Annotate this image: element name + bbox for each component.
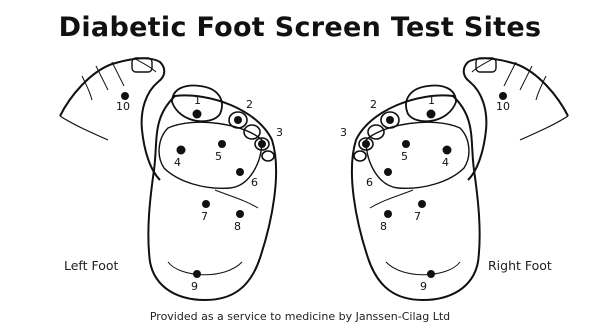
left-site-label-5: 5 [215, 150, 222, 163]
right-foot-label: Right Foot [488, 258, 552, 273]
right-site-label-4: 4 [442, 156, 449, 169]
left-foot-label: Left Foot [64, 258, 118, 273]
right-site-label-7: 7 [414, 210, 421, 223]
left-site-label-3: 3 [276, 126, 283, 139]
left-site-label-2: 2 [246, 98, 253, 111]
left-site-label-6: 6 [251, 176, 258, 189]
left-site-label-9: 9 [191, 280, 198, 293]
left-site-label-10: 10 [116, 100, 130, 113]
footer-credit: Provided as a service to medicine by Jan… [0, 310, 600, 323]
right-site-label-9: 9 [420, 280, 427, 293]
left-site-label-4: 4 [174, 156, 181, 169]
right-site-label-2: 2 [370, 98, 377, 111]
left-site-label-8: 8 [234, 220, 241, 233]
left-site-label-1: 1 [194, 94, 201, 107]
right-site-label-6: 6 [366, 176, 373, 189]
right-site-label-10: 10 [496, 100, 510, 113]
right-site-label-1: 1 [428, 94, 435, 107]
left-site-label-7: 7 [201, 210, 208, 223]
right-site-label-8: 8 [380, 220, 387, 233]
right-site-label-5: 5 [401, 150, 408, 163]
right-site-label-3: 3 [340, 126, 347, 139]
